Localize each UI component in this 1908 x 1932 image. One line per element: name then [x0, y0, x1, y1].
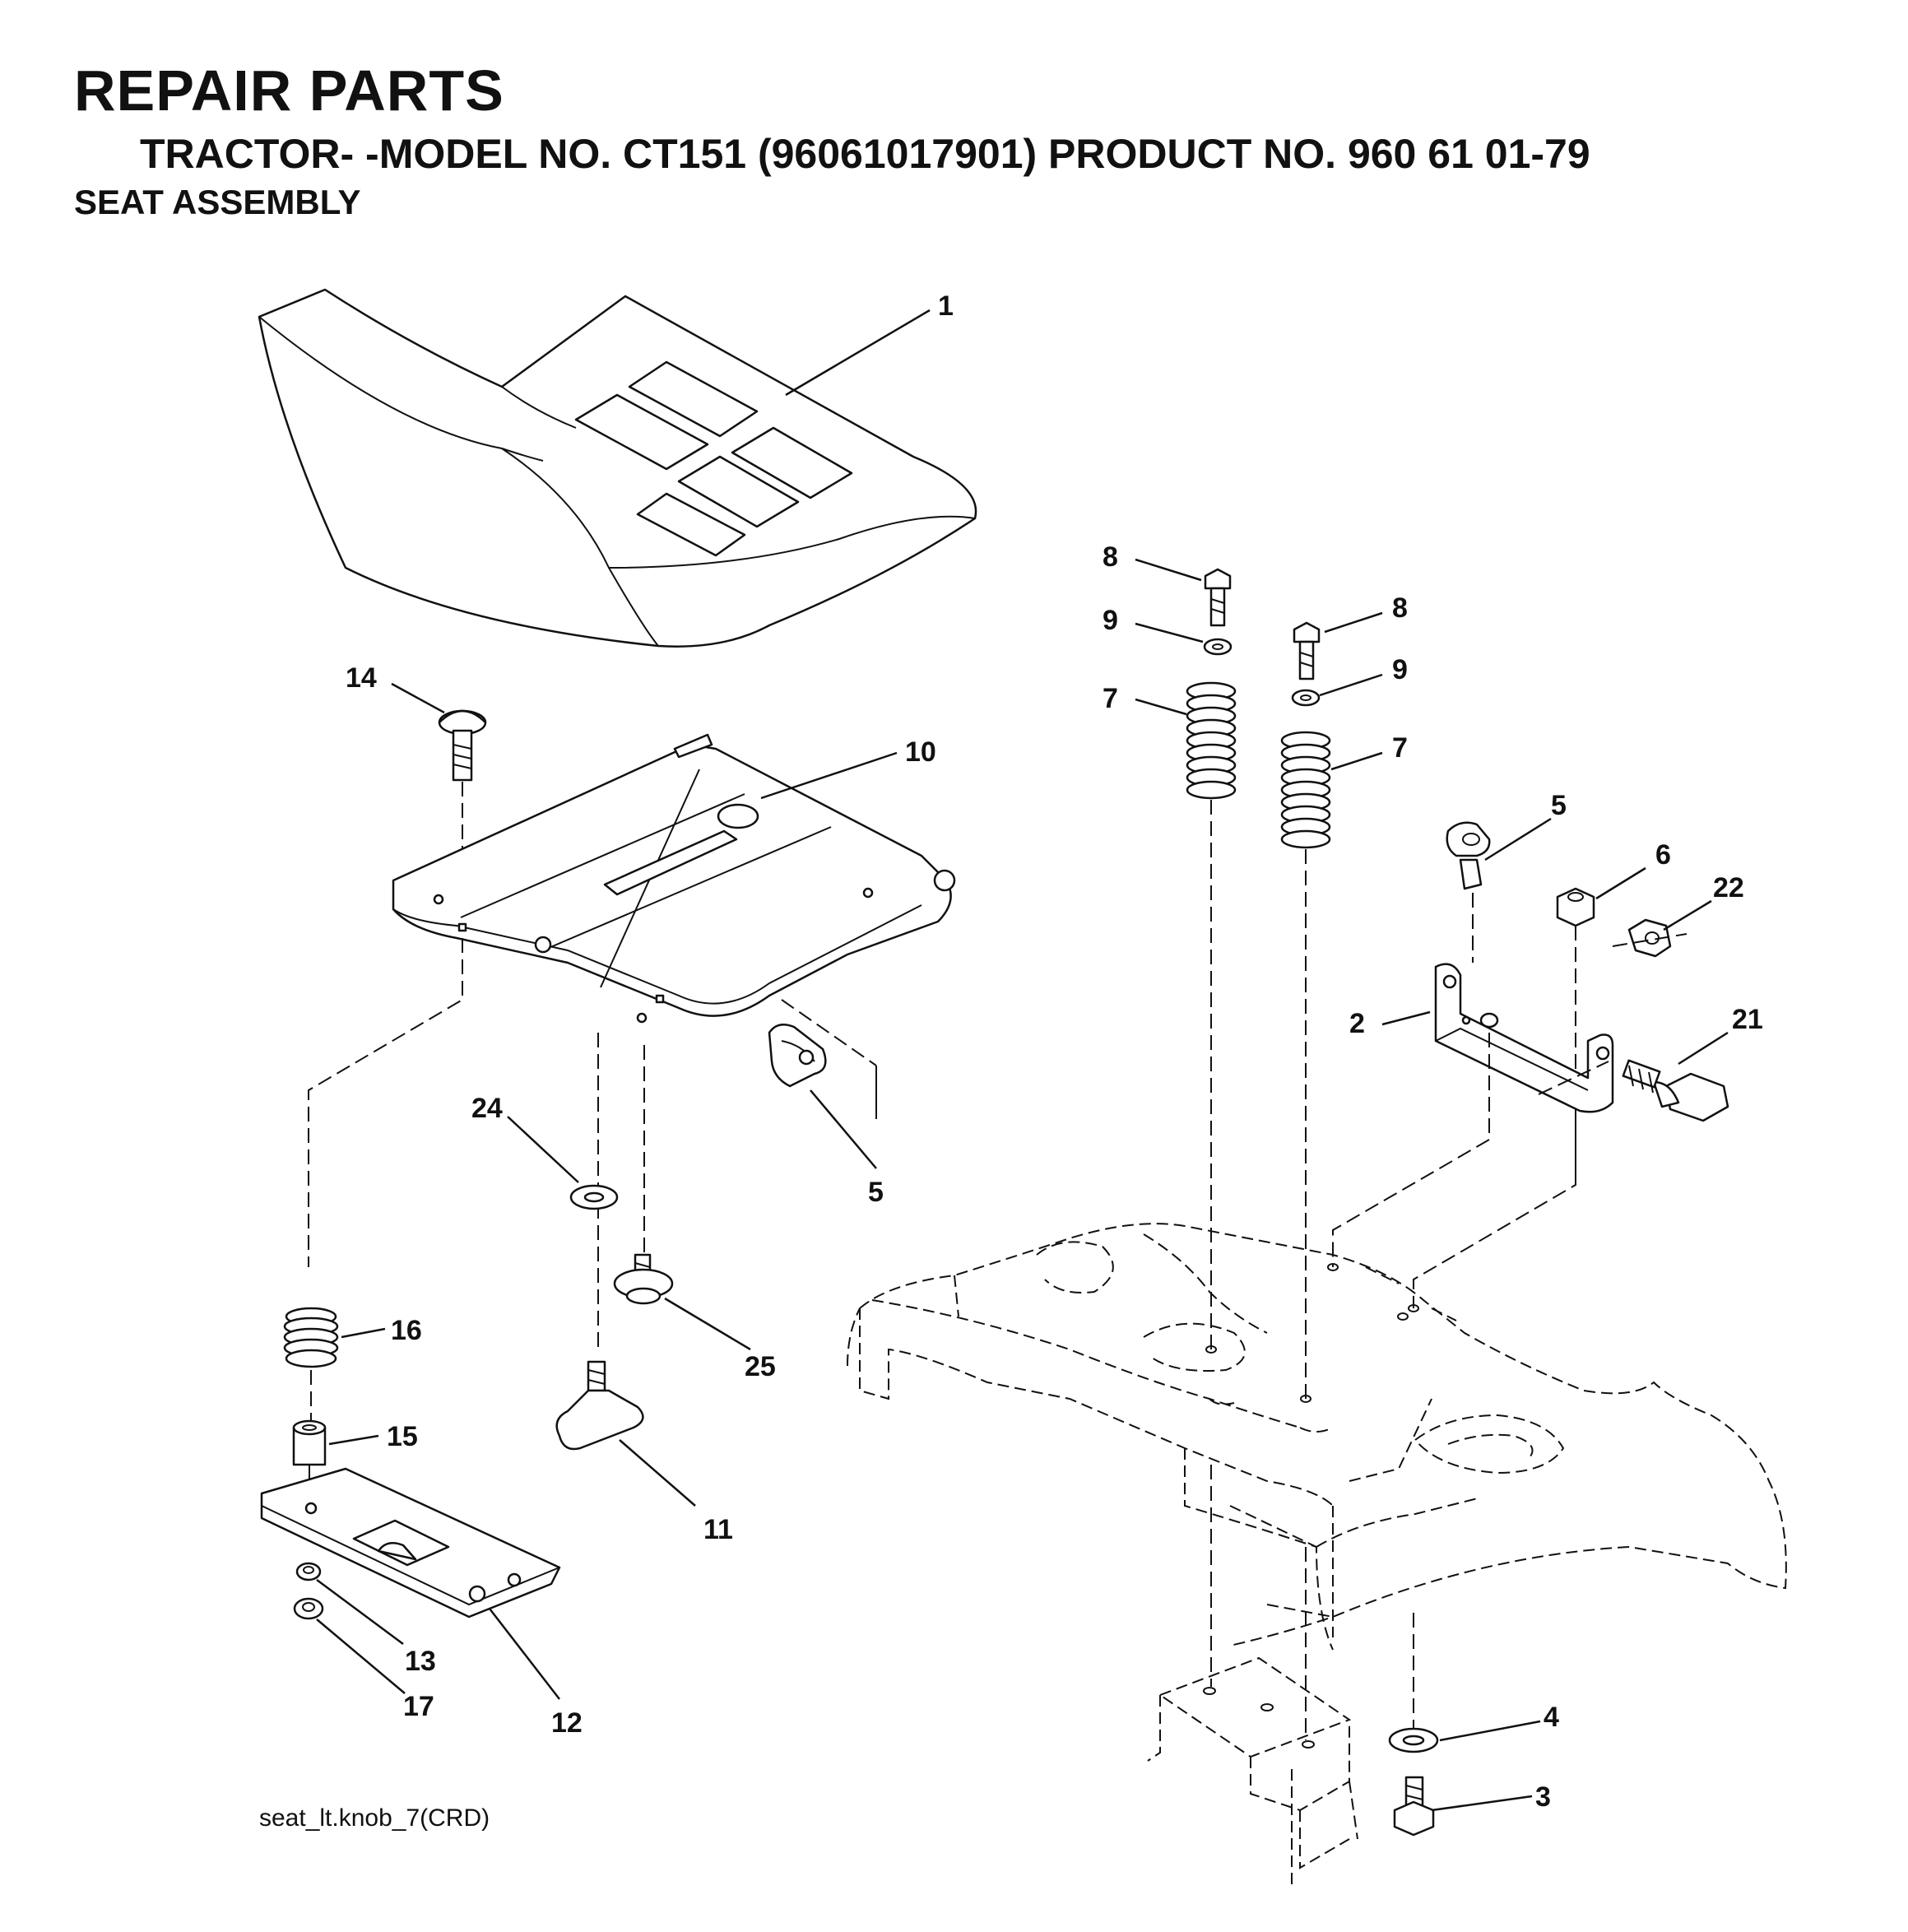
seat-spring-part — [283, 1307, 339, 1368]
callout-6: 6 — [1655, 839, 1671, 871]
knob-part — [555, 1360, 644, 1451]
callout-8-right: 8 — [1392, 592, 1408, 624]
callout-13: 13 — [405, 1646, 436, 1677]
bolt-8-right-part — [1293, 621, 1321, 680]
callout-10: 10 — [905, 736, 936, 768]
carriage-bolt-part — [438, 709, 487, 782]
nut-6-part — [1556, 887, 1595, 927]
callout-22: 22 — [1713, 872, 1744, 903]
callout-7-right: 7 — [1392, 732, 1408, 764]
bushing-part — [292, 1419, 327, 1466]
callout-21: 21 — [1732, 1004, 1763, 1035]
spring-7-left-part — [1186, 681, 1237, 800]
callout-9-left: 9 — [1103, 605, 1118, 636]
bracket-part — [1434, 963, 1614, 1113]
callout-5-right: 5 — [1551, 790, 1567, 821]
callout-7-left: 7 — [1103, 683, 1118, 714]
seat-part — [258, 288, 977, 648]
clip-right-part — [1446, 821, 1491, 890]
callout-24: 24 — [471, 1093, 503, 1124]
callout-16: 16 — [391, 1315, 422, 1346]
callout-14: 14 — [346, 662, 377, 694]
bolt-3-part — [1393, 1776, 1435, 1837]
callout-4: 4 — [1544, 1702, 1559, 1733]
callout-15: 15 — [387, 1421, 418, 1452]
callout-3: 3 — [1535, 1781, 1551, 1813]
spring-7-right-part — [1280, 731, 1331, 849]
washer-4-part — [1388, 1727, 1439, 1753]
drawing-reference: seat_lt.knob_7(CRD) — [259, 1804, 490, 1832]
callout-17: 17 — [403, 1691, 434, 1722]
callout-11: 11 — [703, 1514, 733, 1545]
page-title: REPAIR PARTS — [74, 58, 504, 123]
flange-nut-part — [293, 1597, 324, 1620]
adjustment-plate-part — [260, 1467, 561, 1619]
nut-13-part — [295, 1562, 322, 1581]
bolt-21-part — [1622, 1059, 1729, 1122]
callout-1: 1 — [938, 290, 954, 322]
washer-9-right-part — [1291, 689, 1321, 707]
callout-2: 2 — [1349, 1008, 1365, 1039]
washer-24-part — [569, 1184, 619, 1210]
clip-left-part — [768, 1023, 827, 1088]
washer-9-left-part — [1203, 638, 1233, 656]
callout-8-left: 8 — [1103, 541, 1118, 573]
bolt-8-left-part — [1204, 568, 1232, 627]
model-subtitle: TRACTOR- -MODEL NO. CT151 (96061017901) … — [140, 131, 1590, 177]
callout-12: 12 — [551, 1707, 583, 1739]
callout-5-left: 5 — [868, 1177, 884, 1208]
callout-25: 25 — [745, 1351, 776, 1382]
callout-9-right: 9 — [1392, 654, 1408, 685]
seat-pan-part — [392, 733, 956, 1024]
shoulder-bolt-part — [613, 1253, 674, 1305]
section-title: SEAT ASSEMBLY — [74, 183, 361, 221]
tractor-fender-outline — [847, 1223, 1787, 1651]
frame-mount-holes — [1205, 1263, 1419, 1403]
lower-mount-outline — [1147, 1656, 1358, 1884]
